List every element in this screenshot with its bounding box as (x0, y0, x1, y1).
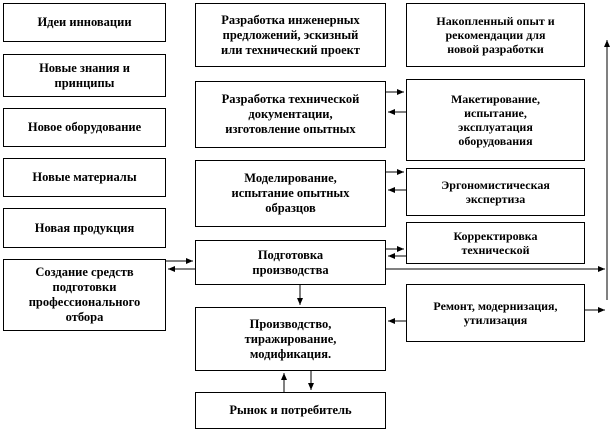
box-accumulated-experience: Накопленный опыт и рекомендации для ново… (406, 3, 585, 67)
box-repair-modernization: Ремонт, модернизация, утилизация (406, 284, 585, 342)
box-training-tools: Создание средств подготовки профессионал… (3, 259, 166, 331)
box-new-equipment: Новое оборудование (3, 108, 166, 147)
box-market-consumer: Рынок и потребитель (195, 392, 386, 429)
box-ergonomic-expertise: Эргономистическая экспертиза (406, 168, 585, 216)
box-production: Производство, тиражирование, модификация… (195, 307, 386, 371)
box-innovation-ideas: Идеи инновации (3, 3, 166, 42)
box-prototyping: Макетирование, испытание, эксплуатация о… (406, 79, 585, 161)
box-technical-correction: Корректировка технической (406, 222, 585, 264)
box-engineering-proposals: Разработка инженерных предложений, эскиз… (195, 3, 386, 67)
box-modeling-testing: Моделирование, испытание опытных образцо… (195, 160, 386, 227)
box-new-knowledge: Новые знания и принципы (3, 54, 166, 97)
box-new-materials: Новые материалы (3, 158, 166, 197)
box-technical-documentation: Разработка технической документации, изг… (195, 81, 386, 148)
box-production-preparation: Подготовка производства (195, 240, 386, 285)
box-new-products: Новая продукция (3, 208, 166, 248)
